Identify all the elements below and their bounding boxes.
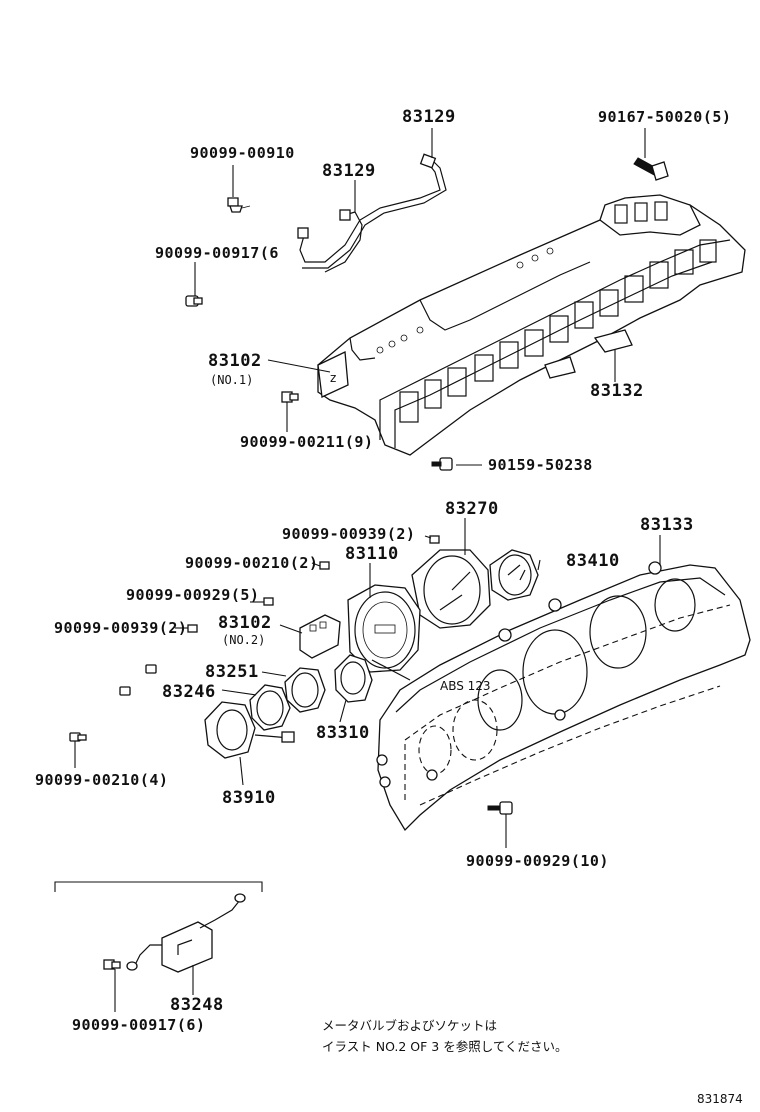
label-83132: 83132 — [590, 381, 644, 401]
gauge-83310 — [334, 654, 373, 703]
figure-code: 831874 — [697, 1092, 743, 1106]
label-83310: 83310 — [316, 723, 370, 743]
label-83102-no2: 83102 — [218, 613, 272, 633]
leader-lines — [74, 128, 661, 1012]
circuit-housing-83102-no1: z — [317, 194, 746, 456]
screw-90099-00929-5 — [263, 597, 274, 606]
label-83129-top: 83129 — [402, 107, 456, 127]
circuit-83102-no2 — [299, 614, 341, 659]
label-83270: 83270 — [445, 499, 499, 519]
harness-83248 — [126, 893, 246, 973]
label-90167-50020: 90167-50020(5) — [598, 108, 731, 126]
harness-83129 — [297, 153, 447, 273]
label-90099-00910: 90099-00910 — [190, 144, 295, 162]
svg-text:z: z — [330, 371, 336, 385]
speedometer-83110 — [347, 584, 421, 681]
label-83251: 83251 — [205, 662, 259, 682]
part-labels: 83129 90167-50020(5) 90099-00910 83129 9… — [35, 107, 731, 1034]
label-90099-00210-4: 90099-00210(4) — [35, 771, 168, 789]
label-90099-00929-10: 90099-00929(10) — [466, 852, 609, 870]
screw-90099-00917-bottom — [103, 959, 121, 970]
note-line-1: メータバルブおよびソケットは — [322, 1018, 497, 1033]
svg-text:ABS 123: ABS 123 — [440, 679, 491, 693]
label-83102-no1-sub: (NO.1) — [210, 373, 253, 387]
label-83102-no2-sub: (NO.2) — [222, 633, 265, 647]
note-line-2: イラスト NO.2 OF 3 を参照してください。 — [322, 1039, 568, 1054]
label-90099-00917-top: 90099-00917(6 — [155, 244, 279, 262]
screw-90099-00910 — [227, 197, 251, 213]
label-90099-00917-bottom: 90099-00917(6) — [72, 1016, 205, 1034]
screw-90099-00210-4 — [69, 732, 87, 742]
label-83133: 83133 — [640, 515, 694, 535]
label-90099-00210-mid: 90099-00210(2) — [185, 554, 318, 572]
label-83410: 83410 — [566, 551, 620, 571]
label-83110: 83110 — [345, 544, 399, 564]
screw-90167-50020 — [633, 157, 669, 181]
label-90099-00211: 90099-00211(9) — [240, 433, 373, 451]
screw-90099-00929-10 — [487, 801, 513, 815]
gauge-83251 — [284, 667, 326, 713]
screw-90099-00210-mid — [319, 561, 330, 570]
meter-case-83133: ABS 123 — [376, 561, 751, 832]
screw-lower-1 — [119, 664, 157, 696]
screw-90099-00917-top — [185, 295, 203, 307]
label-90099-00939-left: 90099-00939(2) — [54, 619, 187, 637]
label-83910: 83910 — [222, 788, 276, 808]
label-83246: 83246 — [162, 682, 216, 702]
label-83102-no1: 83102 — [208, 351, 262, 371]
label-90099-00939-top: 90099-00939(2) — [282, 525, 415, 543]
label-83248: 83248 — [170, 995, 224, 1015]
screw-90099-00939-left — [187, 624, 198, 633]
gauge-83270 — [411, 549, 491, 629]
inset-bracket — [54, 881, 263, 892]
gauge-83910 — [204, 701, 295, 759]
screw-90159-50238 — [431, 457, 453, 471]
screw-90099-00211 — [281, 391, 299, 403]
label-83129-mid: 83129 — [322, 161, 376, 181]
gauge-83246 — [249, 684, 291, 731]
label-90099-00929-5: 90099-00929(5) — [126, 586, 259, 604]
gauge-83410 — [489, 549, 539, 601]
label-90159-50238: 90159-50238 — [488, 456, 593, 474]
screw-90099-00939-top — [429, 535, 440, 544]
